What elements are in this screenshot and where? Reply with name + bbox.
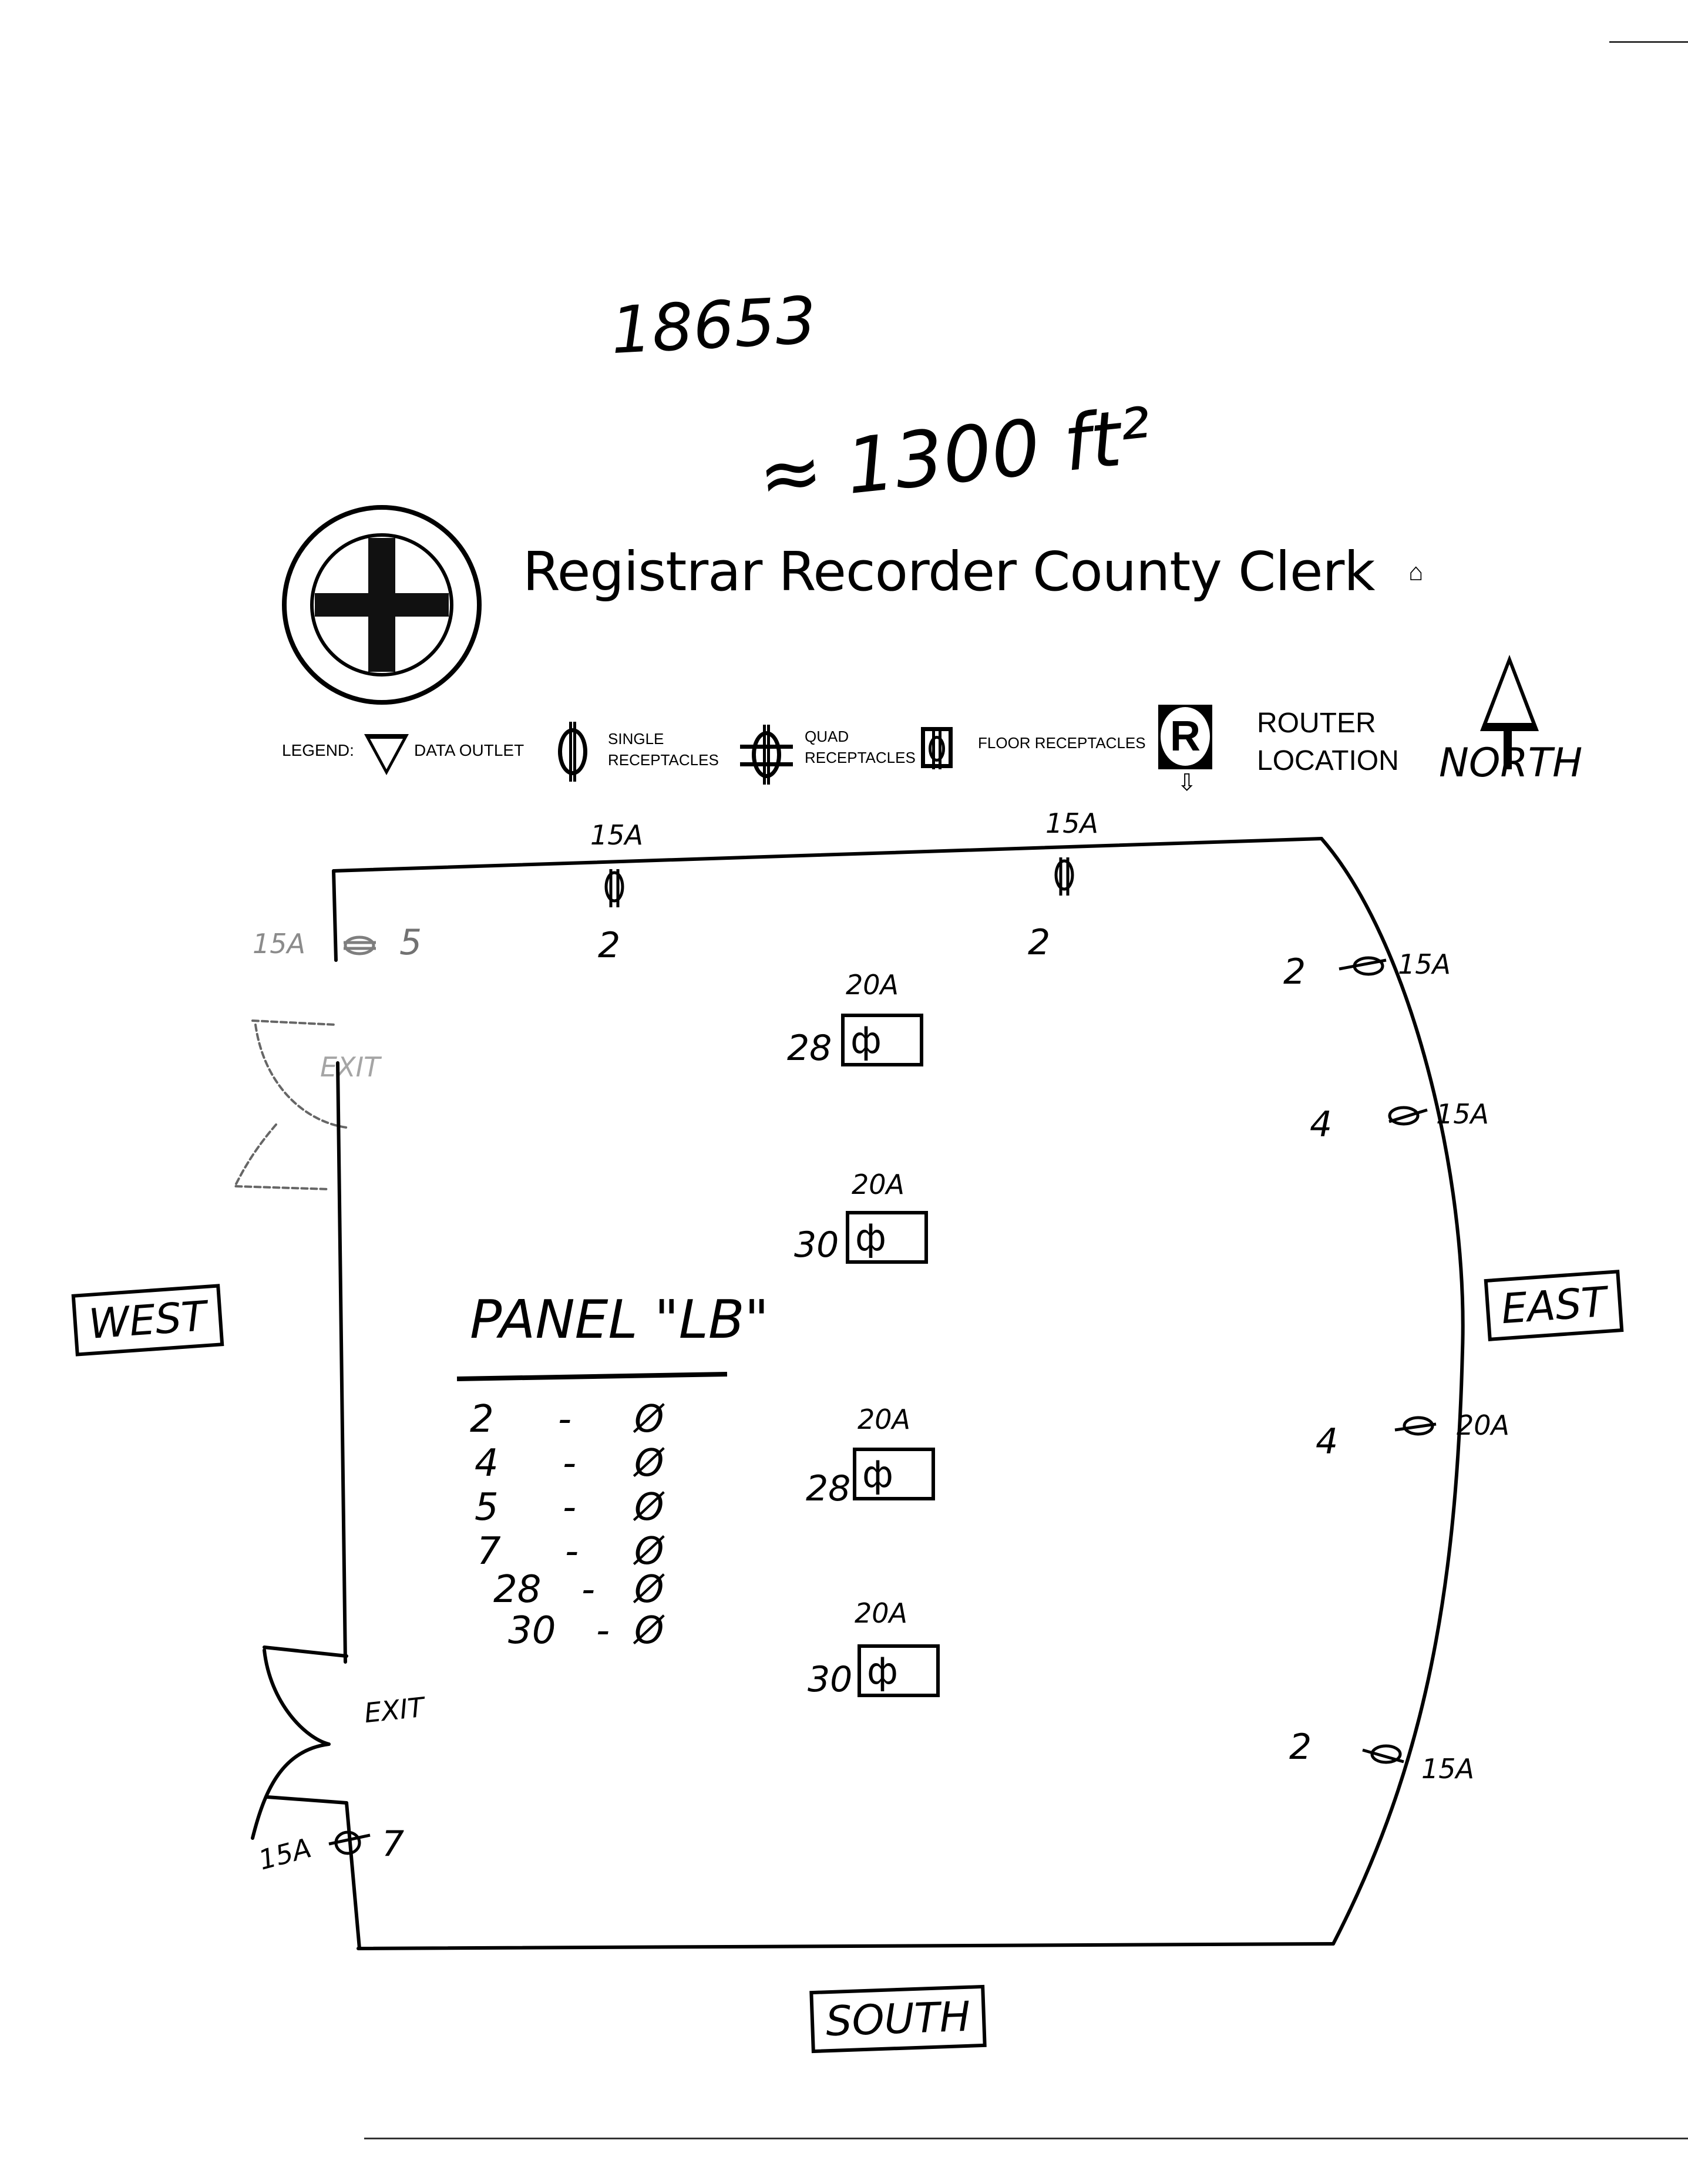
south-wall — [357, 1942, 1335, 1950]
exit-door-upper — [233, 1019, 348, 1190]
east-wall — [1320, 837, 1465, 1946]
exit-label: EXIT — [320, 1051, 381, 1083]
floor-receptacle-box: ф — [853, 1448, 935, 1500]
legend-label: LEGEND: — [282, 741, 354, 759]
floor-receptacle-circuit: 28 — [806, 1468, 851, 1509]
floor-receptacle-amps: 20A — [858, 1404, 911, 1435]
single-receptacle-icon — [558, 722, 587, 782]
panel-row-dash: - — [581, 1568, 596, 1611]
floor-receptacle-icon: ф — [855, 1216, 887, 1259]
panel-row-dash: - — [563, 1442, 577, 1485]
north-wall — [332, 837, 1323, 873]
panel-row-circuit: 30 — [508, 1609, 556, 1653]
quad-receptacle-body — [752, 725, 781, 785]
west-label: WEST — [71, 1284, 224, 1357]
panel-row-value: Ø — [634, 1530, 664, 1573]
receptacle-circuit-label: 2 — [1289, 1727, 1312, 1768]
single-receptacle-icon — [1362, 1744, 1404, 1764]
receptacle-circuit-label: 2 — [1283, 951, 1306, 992]
receptacle-circuit-label: 2 — [1028, 922, 1051, 963]
floor-receptacle-circuit: 30 — [808, 1659, 853, 1700]
quad-bar-bottom — [740, 762, 793, 766]
panel-row-value: Ø — [634, 1609, 664, 1653]
panel-row-dash: - — [563, 1486, 577, 1529]
legend-item-label: QUAD RECEPTACLES — [805, 728, 916, 766]
panel-row-circuit: 2 — [470, 1398, 494, 1441]
receptacle-amps-label: 15A — [1398, 948, 1451, 980]
west-wall-upper — [332, 869, 338, 962]
single-receptacle-icon — [1339, 956, 1387, 976]
floor-receptacle-amps: 20A — [846, 969, 899, 1001]
receptacle-amps-label: 15A — [1045, 807, 1099, 839]
panel-row-value: Ø — [634, 1398, 664, 1441]
panel-row-circuit: 4 — [475, 1442, 499, 1485]
exit-label: EXIT — [362, 1691, 426, 1729]
west-wall-lower — [345, 1801, 361, 1950]
floor-receptacle-box: ф — [846, 1211, 928, 1264]
receptacle-amps-label: 20A — [1457, 1409, 1510, 1441]
router-glyph: R — [1161, 707, 1210, 766]
receptacle-amps-label: 15A — [1421, 1753, 1475, 1785]
legend-item-label: ROUTER LOCATION — [1257, 708, 1399, 776]
panel-row-circuit: 7 — [477, 1530, 501, 1573]
floor-receptacle-box: ф — [858, 1644, 940, 1697]
panel-row-circuit: 5 — [475, 1486, 499, 1529]
county-seal-logo — [282, 505, 482, 705]
page-edge-line — [364, 2138, 1688, 2139]
page-edge-line — [1609, 41, 1688, 43]
panel-row-value: Ø — [634, 1442, 664, 1485]
arrow-down-icon: ⇩ — [1177, 770, 1197, 796]
receptacle-circuit-label: 7 — [382, 1823, 405, 1865]
floor-receptacle-icon: ф — [850, 1019, 882, 1062]
panel-row-value: Ø — [634, 1568, 664, 1611]
floor-receptacle-circuit: 28 — [787, 1028, 832, 1069]
floor-receptacle-symbol — [929, 728, 945, 769]
receptacle-circuit-label: 4 — [1316, 1421, 1339, 1462]
floor-receptacle-box: ф — [841, 1014, 923, 1066]
exit-door-lower — [251, 1645, 348, 1840]
single-receptacle-icon — [1054, 857, 1074, 896]
seal-cross-horizontal — [315, 593, 449, 617]
single-receptacle-icon — [604, 869, 624, 907]
single-receptacle-icon — [1394, 1416, 1437, 1436]
panel-row-dash: - — [596, 1609, 610, 1653]
panel-row-value: Ø — [634, 1486, 664, 1529]
panel-row-dash: - — [558, 1398, 572, 1441]
east-label: EAST — [1484, 1270, 1624, 1341]
floor-receptacle-icon: ф — [867, 1650, 899, 1692]
panel-title: PANEL "LB" — [470, 1289, 769, 1351]
data-outlet-icon — [364, 734, 409, 775]
north-label: NORTH — [1439, 740, 1583, 786]
router-icon: R — [1158, 705, 1212, 769]
floor-receptacle-amps: 20A — [855, 1597, 908, 1629]
legend-item-label: SINGLE RECEPTACLES — [608, 730, 719, 769]
seal-inner-ring — [310, 533, 453, 677]
floor-receptacle-icon: ф — [862, 1453, 894, 1496]
panel-row-circuit: 28 — [493, 1568, 542, 1611]
home-icon[interactable]: ⌂ — [1408, 558, 1424, 585]
south-label: SOUTH — [809, 1984, 987, 2054]
floor-receptacle-circuit: 30 — [794, 1224, 839, 1266]
single-receptacle-icon — [1388, 1106, 1428, 1126]
north-arrow-stem — [1504, 728, 1512, 769]
floor-receptacle-amps: 20A — [852, 1169, 905, 1200]
single-receptacle-icon — [344, 935, 376, 955]
receptacle-amps-label: 15A — [253, 928, 306, 960]
quad-bar-top — [740, 745, 793, 749]
north-arrow-icon — [1480, 655, 1539, 731]
legend-item-label: FLOOR RECEPTACLES — [978, 734, 1146, 752]
receptacle-circuit-label: 4 — [1310, 1104, 1333, 1145]
legend-item-label: DATA OUTLET — [414, 741, 524, 759]
quad-receptacle-icon — [740, 725, 793, 785]
receptacle-circuit-label: 2 — [598, 925, 621, 966]
panel-row-dash: - — [565, 1530, 579, 1573]
page-title: Registrar Recorder County Clerk — [523, 540, 1376, 603]
single-receptacle-icon — [328, 1830, 371, 1855]
receptacle-amps-label: 15A — [590, 819, 644, 851]
receptacle-circuit-label: 5 — [399, 922, 422, 963]
west-wall-mid — [336, 1061, 347, 1664]
floor-receptacle-icon — [921, 727, 953, 769]
receptacle-amps-label: 15A — [1436, 1098, 1489, 1130]
